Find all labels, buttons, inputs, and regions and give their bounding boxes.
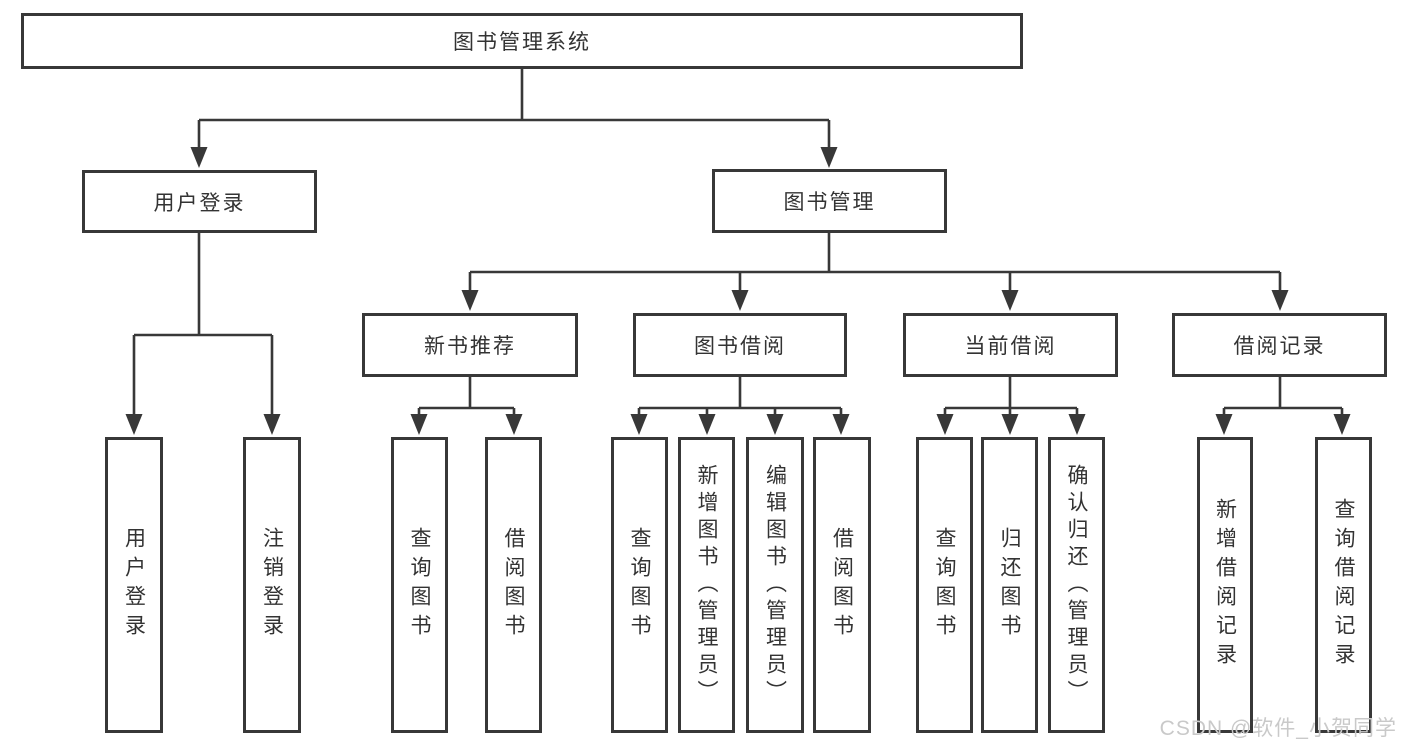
leaf-confirm-return-admin-label: 确认归还（管理员） [1065,463,1088,707]
watermark: CSDN @软件_小贺同学 [1159,717,1397,740]
node-library-management-system-label: 图书管理系统 [453,31,591,54]
node-user-login: 用户登录 [82,170,317,233]
leaf-borrow-books-label: 借阅图书 [830,527,854,643]
leaf-query-books-current: 查询图书 [916,437,973,733]
node-library-management-system: 图书管理系统 [21,13,1023,69]
leaf-query-books-borrowing: 查询图书 [611,437,668,733]
node-book-borrowing-label: 图书借阅 [694,335,786,358]
leaf-add-books-admin: 新增图书（管理员） [678,437,735,733]
leaf-query-borrow-record-label: 查询借阅记录 [1332,498,1355,672]
node-user-login-label: 用户登录 [153,191,246,215]
leaf-borrow-books-recommend-label: 借阅图书 [502,527,525,643]
node-new-book-recommendation: 新书推荐 [362,313,578,377]
leaf-add-borrow-record-label: 新增借阅记录 [1213,498,1237,672]
leaf-user-login: 用户登录 [105,437,163,733]
leaf-query-books-recommend: 查询图书 [391,437,448,733]
node-borrowing-records: 借阅记录 [1172,313,1387,377]
node-current-borrowing: 当前借阅 [903,313,1118,377]
connector-lines [132,69,1344,418]
leaf-query-books-recommend-label: 查询图书 [408,527,431,643]
leaf-add-books-admin-label: 新增图书（管理员） [695,463,718,707]
node-borrowing-records-label: 借阅记录 [1233,335,1326,358]
arrowhead-icons [125,147,1351,435]
leaf-query-books-current-label: 查询图书 [933,527,956,643]
leaf-query-borrow-record: 查询借阅记录 [1315,437,1372,733]
leaf-borrow-books-recommend: 借阅图书 [485,437,542,733]
node-new-book-recommendation-label: 新书推荐 [424,335,516,358]
leaf-edit-books-admin: 编辑图书（管理员） [746,437,804,733]
leaf-query-books-borrowing-label: 查询图书 [628,527,651,643]
node-book-management: 图书管理 [712,169,947,233]
leaf-confirm-return-admin: 确认归还（管理员） [1048,437,1105,733]
node-current-borrowing-label: 当前借阅 [964,335,1057,358]
leaf-edit-books-admin-label: 编辑图书（管理员） [763,463,787,707]
node-book-management-label: 图书管理 [783,191,876,214]
leaf-borrow-books: 借阅图书 [813,437,871,733]
leaf-add-borrow-record: 新增借阅记录 [1197,437,1253,733]
leaf-return-books: 归还图书 [981,437,1038,733]
leaf-user-login-label: 用户登录 [122,527,146,643]
leaf-logout: 注销登录 [243,437,301,733]
leaf-return-books-label: 归还图书 [998,527,1021,643]
leaf-logout-label: 注销登录 [260,527,284,643]
node-book-borrowing: 图书借阅 [633,313,847,377]
